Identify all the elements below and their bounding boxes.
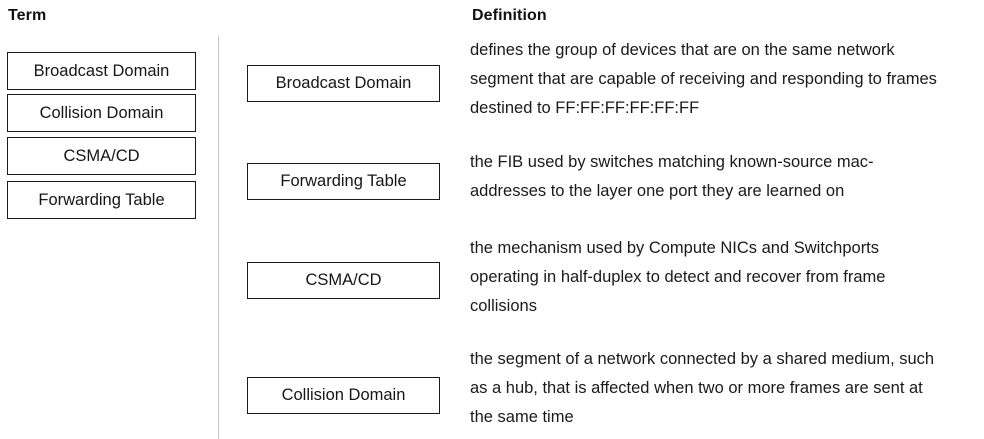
column-divider (218, 36, 219, 439)
match-row-definition-1: defines the group of devices that are on… (470, 41, 937, 117)
match-row-definition-3: the mechanism used by Compute NICs and S… (470, 239, 886, 315)
match-row-definition-4: the segment of a network connected by a … (470, 350, 935, 426)
match-row-term-label: CSMA/CD (305, 271, 382, 289)
term-bank-item-label: Collision Domain (39, 103, 164, 122)
term-bank-item-label: Broadcast Domain (33, 61, 170, 80)
term-bank-item-label: Forwarding Table (38, 190, 165, 209)
match-row-term-slot-2[interactable]: Forwarding Table (247, 163, 440, 200)
term-bank-item-broadcast-domain[interactable]: Broadcast Domain (7, 52, 196, 90)
match-row-definition-2: the FIB used by switches matching known-… (470, 153, 874, 200)
term-bank-item-collision-domain[interactable]: Collision Domain (7, 94, 196, 132)
term-bank-item-label: CSMA/CD (63, 146, 140, 165)
match-row-term-slot-3[interactable]: CSMA/CD (247, 262, 440, 299)
match-row-term-slot-1[interactable]: Broadcast Domain (247, 65, 440, 102)
term-column-header: Term (8, 7, 47, 24)
match-row-term-label: Collision Domain (281, 386, 406, 404)
term-bank-item-csma-cd[interactable]: CSMA/CD (7, 137, 196, 175)
definition-column-header: Definition (472, 7, 547, 24)
term-bank-item-forwarding-table[interactable]: Forwarding Table (7, 181, 196, 219)
match-row-term-label: Forwarding Table (280, 172, 407, 190)
match-row-term-slot-4[interactable]: Collision Domain (247, 377, 440, 414)
match-row-term-label: Broadcast Domain (275, 74, 412, 92)
